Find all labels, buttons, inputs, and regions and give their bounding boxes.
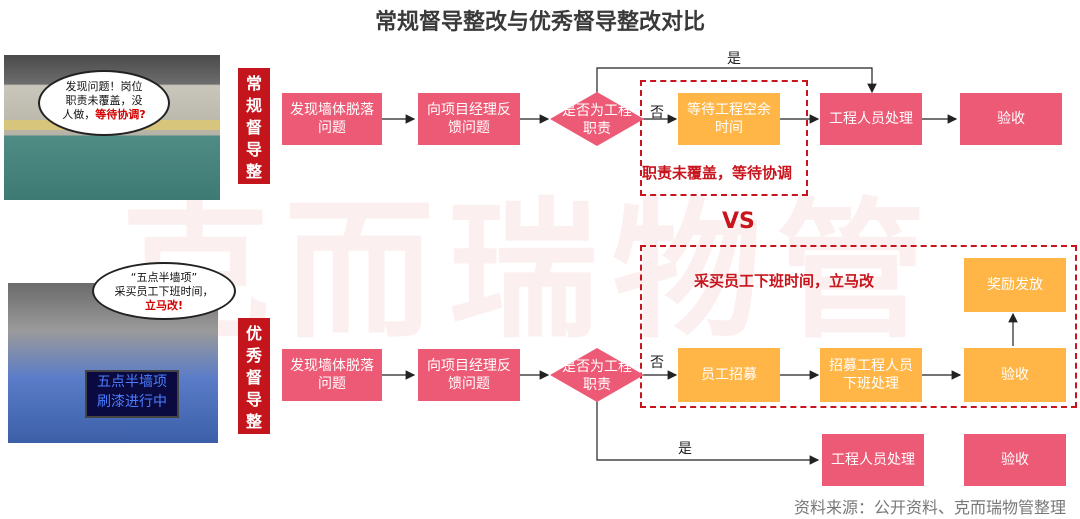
label-yes-top: 是 [727,51,741,67]
label-excellent-supervision: 优秀督导整改 [238,318,270,453]
node-text: 是否为工程职责 [562,359,632,393]
bubble-line: “五点半墙项” [130,271,198,284]
bubble-highlight: 等待协调? [95,108,146,121]
node-text: 向项目经理反馈问题 [427,102,511,136]
node-accept-orange: 验收 [964,348,1066,402]
node-text: 验收 [1001,452,1029,468]
node-discover-bottom: 发现墙体脱落问题 [282,349,382,401]
vs-label: VS [722,209,755,234]
label-no-top: 否 [650,105,664,121]
decision-diamond-bottom [550,348,644,402]
node-text: 向项目经理反馈问题 [427,358,511,392]
label-yes-bottom: 是 [678,441,692,457]
node-text: 工程人员处理 [831,452,915,468]
vertical-label-text: 常规督导整改 [246,74,263,203]
decision-diamond-top [550,92,644,146]
node-text: 招募工程人员下班处理 [829,358,913,392]
node-discover-top: 发现墙体脱落问题 [282,93,382,145]
label-no-bottom: 否 [650,355,664,371]
decision-text-bottom: 是否为工程职责 [560,359,634,393]
speech-bubble-bottom: “五点半墙项” 采买员工下班时间， 立马改! [92,262,236,320]
node-text: 发现墙体脱落问题 [290,102,374,136]
dashed-region-top [640,80,808,196]
node-accept-bottom: 验收 [964,434,1066,486]
node-text: 奖励发放 [987,277,1043,293]
label-regular-supervision: 常规督导整改 [238,68,270,203]
node-text: 验收 [1001,367,1029,383]
dashed-region-bottom [640,245,1077,408]
node-report-top: 向项目经理反馈问题 [418,93,520,145]
bubble-highlight: 立马改! [144,299,184,312]
led-line: 五点半墙项 [97,374,167,390]
node-recruit: 员工招募 [678,348,780,402]
node-handle-top: 工程人员处理 [820,93,922,145]
note-top: 职责未覆盖，等待协调 [642,164,793,182]
speech-bubble-top: 发现问题！岗位 职责未覆盖，没 人做，等待协调? [38,70,170,136]
bubble-line: 职责未覆盖，没 [65,94,143,107]
node-text: 等待工程空余时间 [687,102,771,136]
decision-text-top: 是否为工程职责 [560,103,634,137]
arrow-yes-top [596,67,877,96]
node-accept-top: 验收 [960,93,1062,145]
bubble-line: 采买员工下班时间， [114,285,214,298]
arrow-yes-bottom [596,398,820,465]
page-title: 常规督导整改与优秀督导整改对比 [374,10,705,35]
bubble-line: 人做，等待协调? [40,108,168,122]
node-text: 工程人员处理 [829,111,913,127]
node-overtime: 招募工程人员下班处理 [820,348,922,402]
node-reward: 奖励发放 [964,258,1066,312]
bubble-line: 发现问题！岗位 [65,80,143,93]
bubble-text: 人做， [62,108,96,121]
node-handle-bottom: 工程人员处理 [822,434,924,486]
vertical-label-text: 优秀督导整改 [246,324,263,453]
source-note: 资料来源：公开资料、克而瑞物管整理 [793,498,1066,517]
node-text: 员工招募 [701,367,757,383]
node-report-bottom: 向项目经理反馈问题 [418,349,520,401]
node-wait: 等待工程空余时间 [678,93,780,145]
node-text: 验收 [997,111,1025,127]
led-sign: 五点半墙项 刷漆进行中 [85,370,179,418]
node-text: 是否为工程职责 [562,103,632,137]
led-line: 刷漆进行中 [97,394,167,410]
note-bottom: 采买员工下班时间，立马改 [694,272,875,290]
node-text: 发现墙体脱落问题 [290,358,374,392]
